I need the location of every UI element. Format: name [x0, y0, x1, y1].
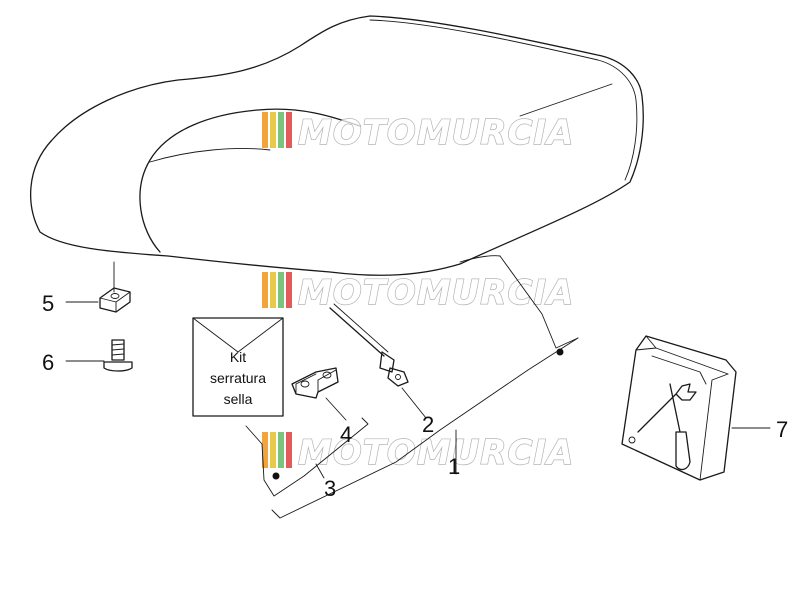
callout-number-1: 1 [448, 454, 460, 479]
callout-number-6: 6 [42, 350, 54, 375]
watermark-3: MOTOMURCIA [262, 432, 574, 474]
watermark-text: MOTOMURCIA [298, 433, 574, 473]
part-6-screw[interactable] [103, 339, 133, 372]
wrench-icon [637, 383, 697, 433]
watermark-text: MOTOMURCIA [298, 113, 574, 153]
screwdriver-icon [669, 383, 691, 471]
kit-label-line-2: serratura [210, 370, 266, 386]
callout-number-7: 7 [776, 417, 788, 442]
assembly-bracket-1 [271, 255, 579, 519]
reference-dot [556, 348, 564, 356]
part-7-tool-kit-bag[interactable] [621, 335, 737, 481]
kit-label-line-1: Kit [230, 349, 246, 365]
callout-number-5: 5 [42, 291, 54, 316]
leader-2 [401, 387, 427, 419]
leader-3 [315, 463, 325, 479]
callout-number-2: 2 [422, 412, 434, 437]
part-5-cage-nut[interactable] [99, 261, 131, 313]
leader-4 [325, 397, 347, 421]
watermark-2: MOTOMURCIA [262, 272, 574, 314]
watermark-text: MOTOMURCIA [298, 273, 574, 313]
callout-number-4: 4 [340, 422, 352, 447]
callout-number-3: 3 [324, 476, 336, 501]
saddle-seat-drawing [30, 15, 644, 276]
part-2-lock-cable[interactable] [329, 303, 409, 387]
kit-envelope: Kit serratura sella [192, 317, 284, 417]
reference-dot [272, 472, 280, 480]
assembly-bracket-3 [245, 417, 369, 497]
watermark-1: MOTOMURCIA [262, 112, 574, 154]
part-4-latch-bracket[interactable] [291, 367, 339, 399]
kit-label-line-3: sella [224, 391, 253, 407]
